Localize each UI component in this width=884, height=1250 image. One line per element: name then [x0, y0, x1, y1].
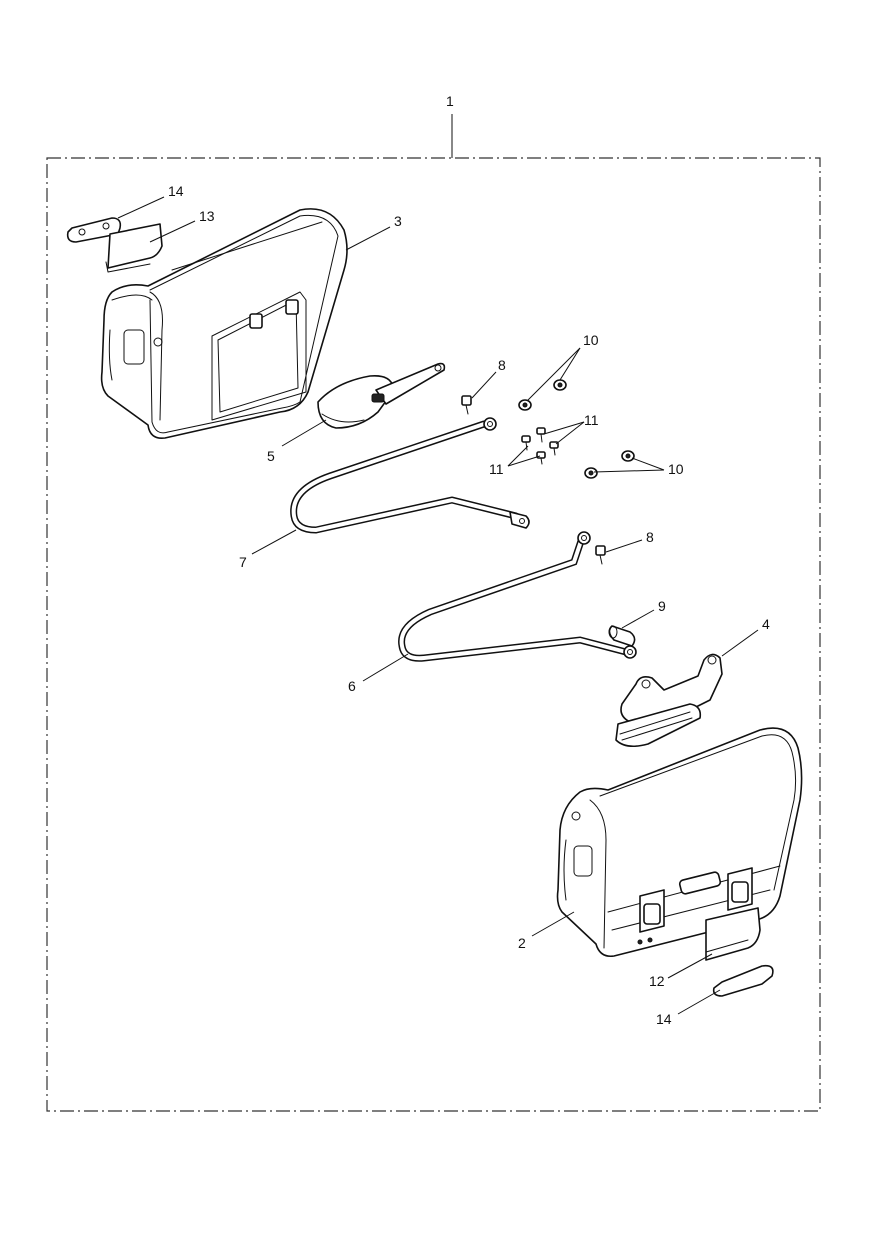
callout-11-upper: 11 [584, 412, 599, 428]
part-12-plate [705, 907, 761, 961]
part-4-bracket [615, 653, 723, 748]
callout-14-upper: 14 [168, 183, 184, 199]
callout-8-upper: 8 [498, 357, 506, 373]
kit-boundary-outline [46, 157, 821, 1112]
callout-1: 1 [446, 93, 454, 109]
callout-8-lower: 8 [646, 529, 654, 545]
part-6-lower-rail [398, 531, 637, 662]
callout-12: 12 [649, 973, 665, 989]
callout-14-lower: 14 [656, 1011, 672, 1027]
part-2-right-pannier [556, 727, 803, 958]
part-5-mounting-pad [317, 362, 446, 429]
part-8-bolt-lower [595, 545, 606, 565]
callout-10-lower: 10 [668, 461, 684, 477]
callout-11-lower: 11 [489, 461, 504, 477]
callout-13: 13 [199, 208, 215, 224]
callout-10-upper: 10 [583, 332, 599, 348]
callout-4: 4 [762, 616, 770, 632]
leader-lines [117, 114, 759, 1015]
part-3-left-pannier [100, 208, 348, 440]
part-7-upper-rail [290, 417, 530, 534]
part-9-spacer [608, 625, 636, 647]
part-13-plate [105, 223, 163, 273]
callout-6: 6 [348, 678, 356, 694]
callout-9: 9 [658, 598, 666, 614]
callout-7: 7 [239, 554, 247, 570]
callout-2: 2 [518, 935, 526, 951]
part-10-nuts [518, 379, 635, 479]
callout-3: 3 [394, 213, 402, 229]
callout-5: 5 [267, 448, 275, 464]
part-8-bolt-upper [461, 395, 472, 415]
part-14-badge-lower [712, 964, 774, 997]
